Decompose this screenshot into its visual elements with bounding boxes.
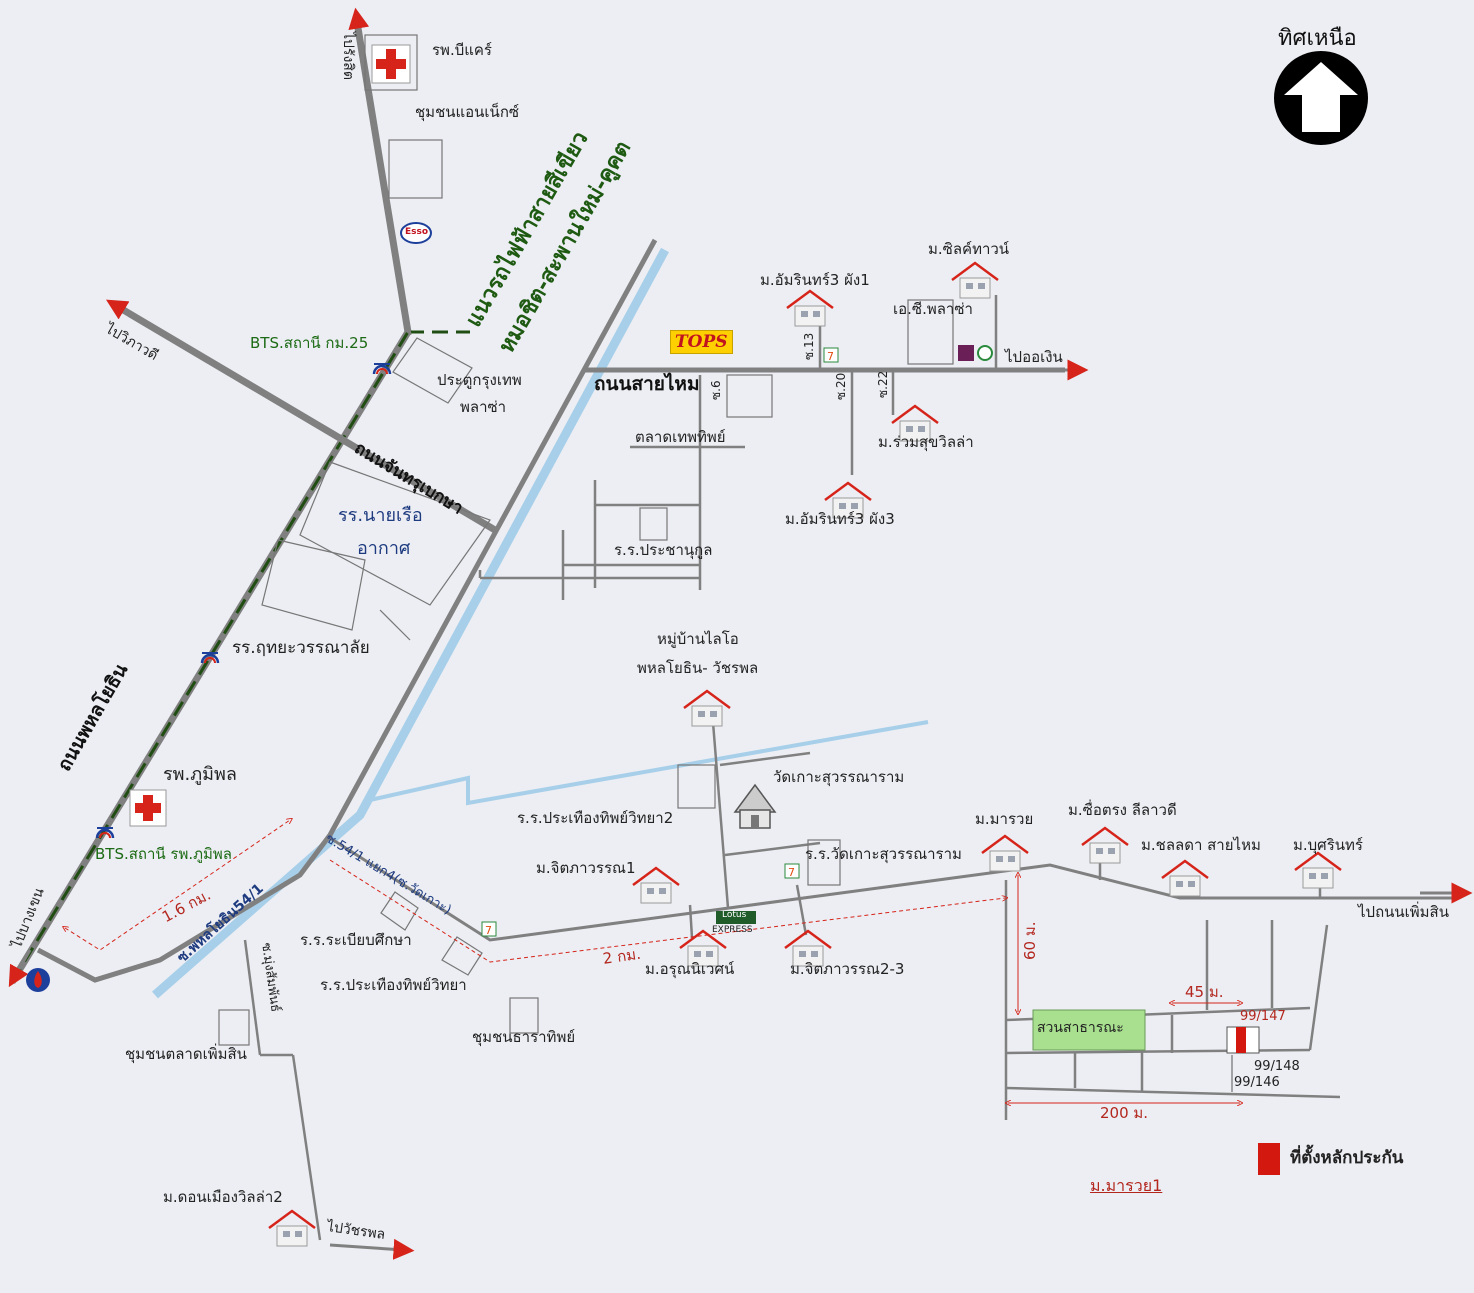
legend-swatch — [1258, 1143, 1280, 1175]
laio-label-2: พหลโยธิน- วัชรพล — [637, 659, 759, 677]
canal-branch — [369, 720, 929, 806]
bangkok-gate-label: ประตูกรุงเทพ — [437, 371, 522, 389]
saimai-label: ถนนสายไหม — [594, 373, 700, 395]
tops-logo: TOPS — [670, 330, 733, 354]
north-arrow-icon — [1274, 51, 1368, 145]
busarin-label: ม.บุศรินทร์ — [1293, 836, 1363, 854]
airforce-school-label-2: อากาศ — [357, 538, 411, 559]
rabiab-label: ร.ร.ระเบียบศึกษา — [300, 931, 412, 949]
plot-99-148: 99/148 — [1254, 1059, 1300, 1074]
chonlada-label: ม.ชลลดา สายไหม — [1141, 836, 1261, 854]
jitpawan23-label: ม.จิตภาวรรณ2-3 — [790, 960, 905, 978]
arun-label: ม.อรุณนิเวศน์ — [645, 960, 735, 978]
shop-icon — [958, 345, 974, 361]
phermsin-market-label: ชุมชนตลาดเพิ่มสิน — [125, 1045, 247, 1063]
ac-plaza-label: เอ.ซี.พลาซ่า — [893, 300, 973, 318]
lotus-express-label: EXPRESS — [712, 925, 753, 935]
to-ongen-label: ไปออเงิน — [1005, 348, 1063, 366]
legend-label: ที่ตั้งหลักประกัน — [1290, 1148, 1404, 1168]
pratueng2-label: ร.ร.ประเทืองทิพย์วิทยา2 — [517, 809, 674, 827]
seven-eleven-icons: 7 7 7 — [481, 347, 839, 937]
soi6-label: ซ.6 — [709, 380, 723, 400]
lotus-label: Lotus — [722, 910, 747, 920]
distance-60m: 60 ม. — [1021, 921, 1039, 960]
secondary-roads — [243, 295, 1341, 1241]
jitpawan1-label: ม.จิตภาวรรณ1 — [536, 859, 636, 877]
collateral-plot-marker — [1236, 1027, 1246, 1053]
bcare-label: รพ.บีแคร์ — [432, 41, 492, 59]
marouay1-label: ม.มารวย1 — [1090, 1176, 1163, 1195]
soi22-label: ซ.22 — [876, 370, 890, 398]
bcare-hospital-icon — [371, 44, 411, 84]
amarin1-label: ม.อัมรินทร์3 ผัง1 — [760, 271, 870, 289]
bank-icon — [977, 345, 993, 361]
annex-label: ชุมชนแอนเน็กซ์ — [415, 103, 520, 121]
silk-town-label: ม.ซิลค์ทาวน์ — [928, 240, 1010, 258]
to-phermsin-road-label: ไปถนนเพิ่มสิน — [1358, 903, 1449, 921]
bts-bhumibol-icon — [95, 825, 115, 840]
bhumibol-hospital-icon — [129, 789, 167, 827]
ruamsuk-label: ม.ร่วมสุขวิลล่า — [878, 433, 974, 451]
to-rangsit-label: ไปรังสิต — [340, 32, 356, 80]
bts-km25-label: BTS.สถานี กม.25 — [250, 334, 369, 352]
svg-text:7: 7 — [788, 866, 795, 879]
ruthai-label: รร.ฤทยะวรรณาลัย — [232, 638, 370, 658]
marouay-label: ม.มารวย — [975, 810, 1034, 828]
distance-lines — [65, 820, 1240, 1103]
pratueng-label: ร.ร.ประเทืองทิพย์วิทยา — [320, 976, 467, 994]
ptt-drop-icon — [34, 971, 42, 988]
wat-label: วัดเกาะสุวรรณาราม — [773, 768, 905, 786]
laio-label: หมู่บ้านไลโอ — [657, 630, 739, 648]
bts-bhumibol-label: BTS.สถานี รพ.ภูมิพล — [95, 845, 232, 863]
suetrong-label: ม.ซื่อตรง ลีลาวดี — [1068, 801, 1177, 819]
park-label: สวนสาธารณะ — [1037, 1020, 1124, 1036]
soi13-label: ซ.13 — [802, 332, 816, 360]
svg-text:7: 7 — [485, 924, 492, 937]
public-park — [1032, 1009, 1146, 1051]
esso-label: Esso — [405, 227, 429, 237]
donmuang-villa-label: ม.ดอนเมืองวิลล่า2 — [163, 1188, 283, 1206]
bhumibol-hospital-label: รพ.ภูมิพล — [163, 764, 237, 785]
distance-45m: 45 ม. — [1185, 983, 1224, 1001]
prachanukul-label: ร.ร.ประชานุกูล — [614, 541, 713, 559]
wat-school-label: ร.ร.วัดเกาะสุวรรณาราม — [805, 845, 962, 863]
esso-icon — [400, 222, 432, 244]
temple-icon — [733, 783, 777, 829]
soi20-label: ซ.20 — [834, 372, 848, 400]
amarin3-label: ม.อัมรินทร์3 ผัง3 — [785, 510, 895, 528]
bangkok-gate-plaza-label: พลาซ่า — [460, 398, 507, 416]
plot-99-146: 99/146 — [1234, 1075, 1280, 1090]
tharathip-label: ชุมชนธาราทิพย์ — [472, 1028, 576, 1046]
phahonyothin-road — [9, 21, 412, 984]
svg-text:7: 7 — [827, 350, 834, 363]
north-label: ทิศเหนือ — [1278, 26, 1357, 51]
lotus-icon — [716, 911, 756, 924]
distance-200m: 200 ม. — [1100, 1104, 1149, 1122]
chan-road — [118, 304, 497, 534]
building-outlines — [218, 34, 954, 1046]
road-arrows — [8, 7, 1473, 1260]
plot-99-147: 99/147 — [1240, 1009, 1286, 1024]
canal — [152, 247, 669, 999]
soi-54-1-branch4 — [329, 836, 1455, 942]
thepthip-market-label: ตลาดเทพทิพย์ — [635, 428, 726, 446]
airforce-school-label: รร.นายเรือ — [338, 505, 423, 526]
